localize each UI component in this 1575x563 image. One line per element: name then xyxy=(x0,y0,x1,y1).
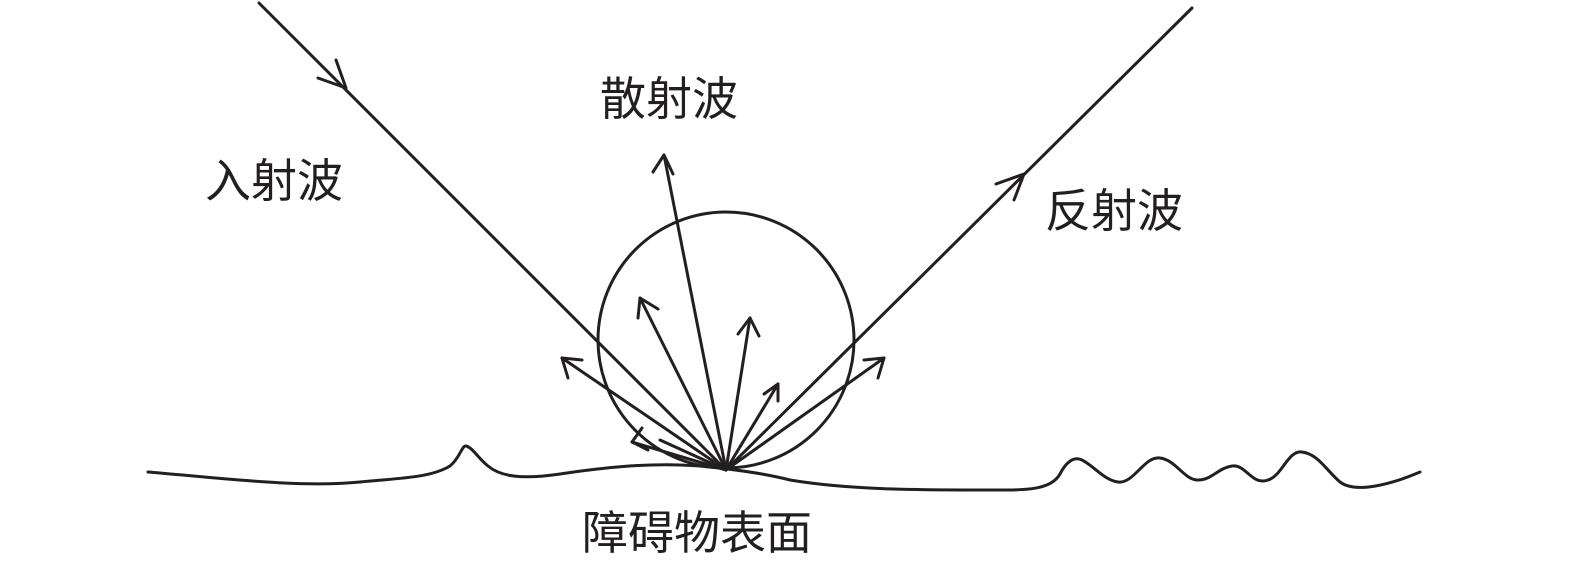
scattered-ray-up-arrowhead xyxy=(651,153,675,176)
reflected-wave-ray xyxy=(724,6,1194,472)
scattered-ray-upper-left xyxy=(638,296,728,472)
scattered-ray-upper-left-arrowhead xyxy=(636,296,660,320)
scattered-ray-upper-right-arrowhead xyxy=(736,316,761,338)
scattered-ray-low-right xyxy=(724,382,780,472)
scattered-ray-low-right-arrowhead xyxy=(762,382,780,403)
scattering-sphere xyxy=(596,210,856,470)
incident-wave-label: 入射波 xyxy=(205,154,343,208)
scattered-ray-low-left xyxy=(630,440,728,472)
scattered-ray-right-arrowhead xyxy=(862,356,886,380)
scattered-ray-up xyxy=(662,153,728,472)
scattered-ray-upper-right xyxy=(724,316,752,472)
scattered-wave-label: 散射波 xyxy=(600,72,738,126)
scattered-ray-right xyxy=(724,356,886,472)
obstacle-surface-label: 障碍物表面 xyxy=(582,506,812,560)
reflected-wave-label: 反射波 xyxy=(1045,184,1183,238)
scattered-ray-low-left-arrowhead xyxy=(630,426,650,452)
reflected-arrowhead xyxy=(994,172,1026,202)
obstacle-surface-line xyxy=(146,444,1422,492)
incident-wave-ray xyxy=(257,1,728,472)
scattered-ray-grazing-left xyxy=(658,438,728,472)
scattered-ray-left-arrowhead xyxy=(560,356,584,380)
incident-arrowhead xyxy=(316,58,348,90)
scattered-ray-left xyxy=(560,356,728,472)
